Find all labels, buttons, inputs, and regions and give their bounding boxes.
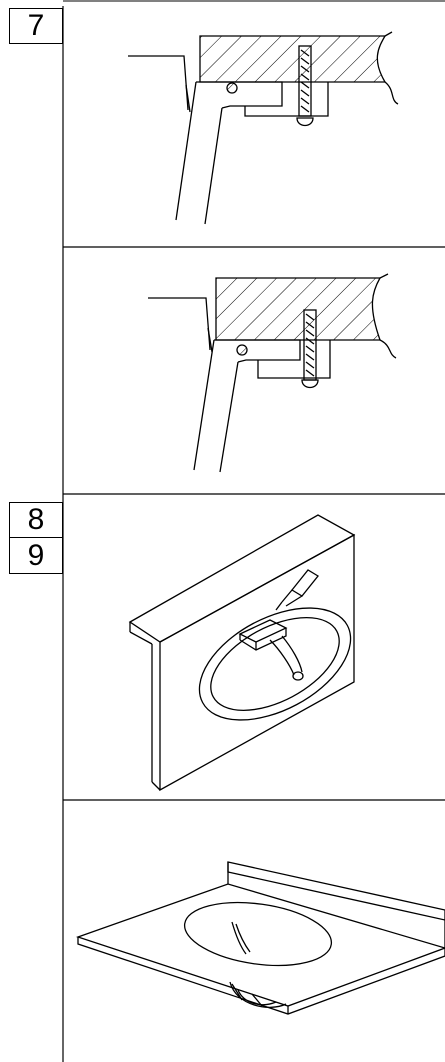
step-number-9: 9: [9, 537, 63, 574]
countertop-bracket-screw-icon: [128, 31, 399, 225]
sink-in-countertop-icon: [128, 514, 356, 792]
countertop-bracket-screw-variant-icon: [148, 273, 397, 473]
step-number-8: 8: [9, 502, 63, 538]
vanity-top-with-sink-icon: [75, 861, 445, 1015]
step-number-7: 7: [9, 8, 63, 44]
